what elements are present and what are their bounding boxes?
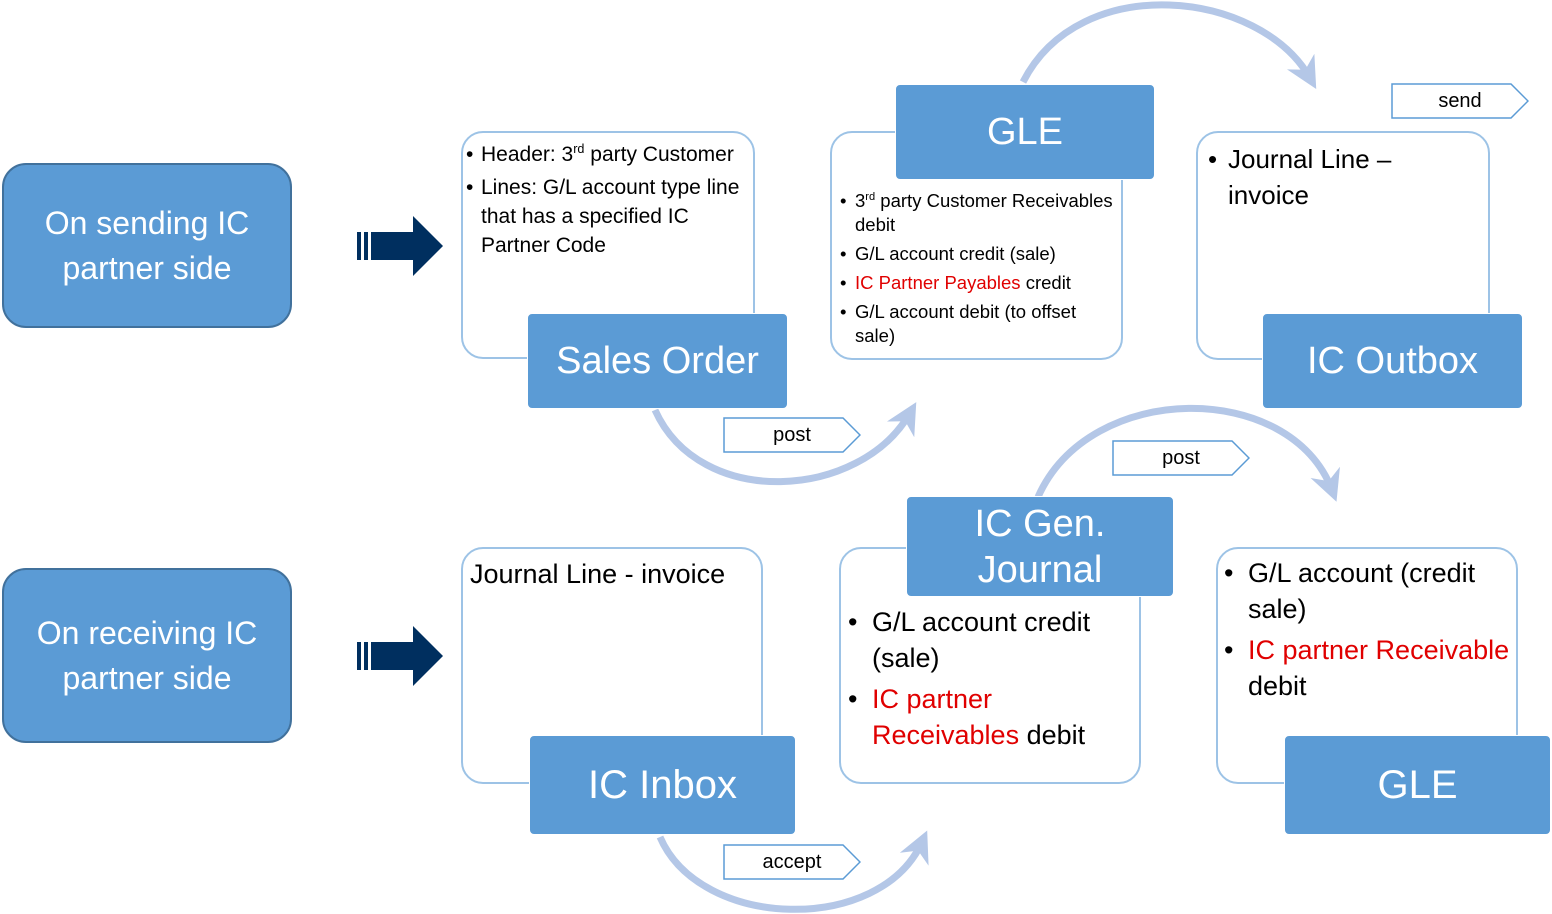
post-tag-receiving: post [1112,440,1250,476]
block-arrow-receiving-icon [357,626,443,686]
arc-arrow-post-bottom [1034,404,1340,502]
arc-arrow-post-top [651,402,917,486]
ic-gen-journal-title: IC Gen. Journal [907,497,1173,596]
bullet-journal-line: Journal Line – invoice [1206,141,1466,213]
ic-inbox-title: IC Inbox [530,736,795,834]
gle-sending-bullets: 3rd party Customer Receivables debit G/L… [840,189,1115,353]
arc-arrow-accept [656,830,929,913]
bullet-gl-credit-sale: G/L account (credit sale) [1222,555,1510,627]
block-arrow-sending-icon [357,216,443,276]
ic-gen-journal-bullets: G/L account credit (sale) IC partner Rec… [846,604,1131,758]
bullet-header: Header: 3rd party Customer [463,140,748,169]
bullet-gl-credit: G/L account credit (sale) [840,242,1115,266]
bullet-ic-partner-receivables: IC partner Receivables debit [846,681,1131,753]
ic-outbox-title: IC Outbox [1263,314,1522,408]
arc-arrow-gle-to-outbox [1019,1,1317,89]
post-tag-sending: post [723,417,861,453]
bullet-ic-partner-payables: IC Partner Payables credit [840,271,1115,295]
ic-inbox-text: Journal Line - invoice [470,559,726,589]
bullet-ic-partner-receivable: IC partner Receivable debit [1222,632,1510,704]
bullet-customer-receivables: 3rd party Customer Receivables debit [840,189,1115,237]
sales-order-title: Sales Order [528,314,787,408]
bullet-gl-credit-sale: G/L account credit (sale) [846,604,1131,676]
sales-order-bullets: Header: 3rd party Customer Lines: G/L ac… [463,140,748,264]
receiving-side-label: On receiving IC partner side [2,568,292,743]
accept-tag: accept [723,844,861,880]
ic-outbox-bullets: Journal Line – invoice [1206,141,1466,218]
bullet-lines: Lines: G/L account type line that has a … [463,173,748,260]
gle-receiving-bullets: G/L account (credit sale) IC partner Rec… [1222,555,1510,709]
bullet-gl-debit: G/L account debit (to offset sale) [840,300,1115,348]
sending-side-label: On sending IC partner side [2,163,292,328]
send-tag: send [1391,83,1529,119]
gle-receiving-title: GLE [1285,736,1550,834]
gle-sending-title: GLE [896,85,1154,179]
